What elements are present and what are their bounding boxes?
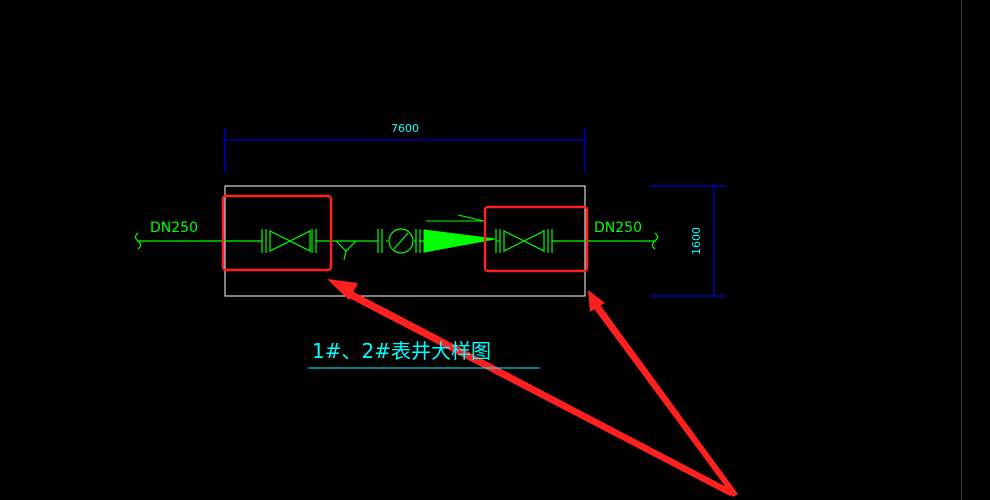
gate-valve-right-icon[interactable] (495, 229, 553, 253)
water-meter-icon[interactable] (377, 228, 421, 254)
dimension-vertical (650, 185, 726, 297)
highlight-box-left (221, 194, 333, 272)
drawing-title: 1#、2#表井大样图 (312, 339, 491, 363)
annotation-arrow-right (588, 290, 738, 497)
dimension-height-label: 1600 (690, 227, 703, 255)
pipe-line (134, 232, 659, 250)
check-valve-icon[interactable] (423, 214, 496, 253)
inlet-pipe-label: DN250 (150, 220, 198, 236)
gate-valve-left-icon[interactable] (261, 229, 317, 253)
annotation-arrow-left (327, 279, 736, 496)
dimension-horizontal (224, 128, 586, 172)
viewport-edge (961, 0, 962, 500)
highlight-box-right (483, 205, 589, 273)
fitting-icon (335, 240, 357, 261)
well-outline (224, 185, 586, 297)
outlet-pipe-label: DN250 (594, 220, 642, 236)
dimension-width-label: 7600 (391, 122, 419, 135)
